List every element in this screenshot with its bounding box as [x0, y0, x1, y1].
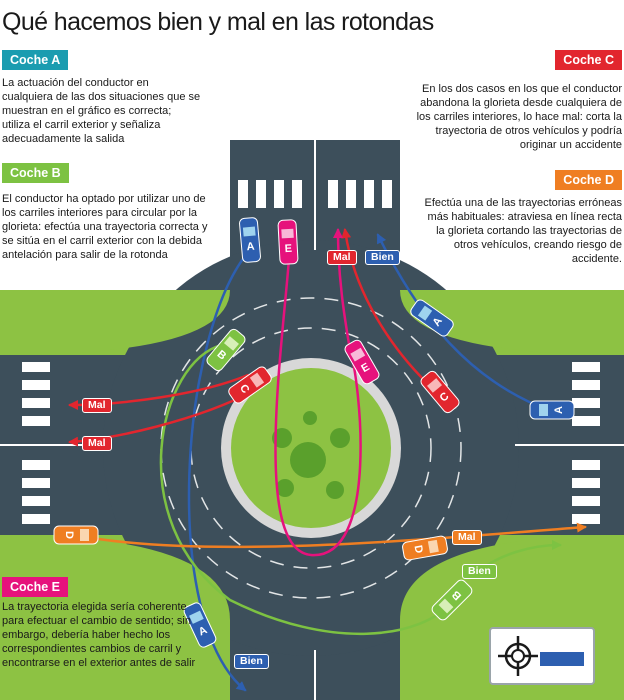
tag-mal-left-lower: Mal — [82, 436, 112, 451]
desc-coche-a: La actuación del conductor en cualquiera… — [2, 77, 201, 145]
badge-coche-d: Coche D — [555, 170, 622, 190]
roundabout-sign-icon — [489, 627, 595, 685]
car-a-bottom: A — [183, 602, 217, 648]
car-a-upper-right: A — [410, 299, 454, 337]
path-coche-a-left — [187, 248, 252, 692]
path-coche-a-right — [376, 233, 550, 412]
car-b-bottom: B — [431, 579, 473, 621]
car-e-right: E — [344, 339, 380, 385]
tag-bien-bottom: Bien — [234, 654, 269, 669]
car-d-left: D — [53, 525, 99, 545]
tag-bien-right: Bien — [462, 564, 497, 579]
svg-text:D: D — [412, 544, 425, 554]
car-e-top: E — [277, 219, 299, 265]
crosswalk-right — [572, 362, 600, 524]
svg-text:A: A — [553, 406, 565, 414]
path-coche-d — [73, 522, 587, 549]
badge-coche-a: Coche A — [2, 50, 69, 70]
page-title: Qué hacemos bien y mal en las rotondas — [2, 8, 434, 36]
tag-mal-top: Mal — [327, 250, 357, 265]
desc-coche-c: En los dos casos en los que el conductor… — [416, 83, 622, 151]
crosswalk-top — [238, 180, 392, 208]
path-coche-b — [159, 343, 457, 635]
svg-text:D: D — [63, 531, 75, 539]
badge-coche-c: Coche C — [555, 50, 622, 70]
car-d-right: D — [402, 535, 448, 561]
tag-mal-right: Mal — [452, 530, 482, 545]
tag-bien-top: Bien — [365, 250, 400, 265]
car-a-right: A — [529, 400, 575, 420]
tag-mal-left-upper: Mal — [82, 398, 112, 413]
cars: A E B C E C A — [53, 217, 575, 648]
car-b-left: B — [206, 328, 246, 372]
island-bushes — [272, 411, 350, 499]
crosswalk-left — [22, 362, 50, 524]
badge-coche-e: Coche E — [2, 577, 69, 597]
desc-coche-b: El conductor ha optado por utilizar uno … — [2, 193, 208, 261]
path-coche-e — [274, 228, 362, 557]
desc-coche-e: La trayectoria elegida sería coherente p… — [2, 601, 196, 669]
car-c-right: C — [420, 370, 460, 414]
svg-text:A: A — [246, 241, 255, 254]
svg-text:E: E — [284, 243, 292, 255]
car-a-top: A — [239, 217, 261, 263]
desc-coche-d: Efectúa una de las trayectorias erróneas… — [424, 197, 622, 265]
badge-coche-b: Coche B — [2, 163, 69, 183]
car-c-left: C — [228, 366, 272, 404]
